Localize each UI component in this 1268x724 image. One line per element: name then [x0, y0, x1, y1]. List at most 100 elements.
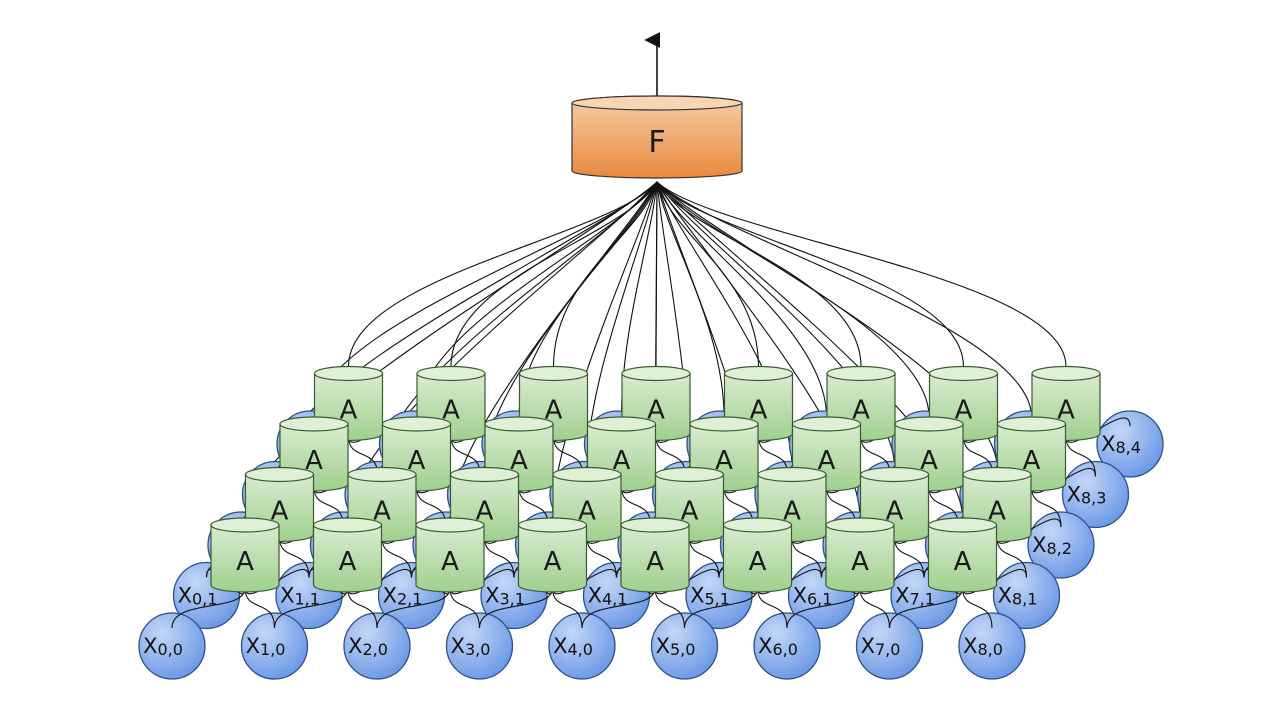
x-node-circle	[445, 612, 514, 680]
x-node-circle	[548, 612, 616, 680]
x-node-8-4: X8,4	[1096, 410, 1164, 478]
wire-x-to-a	[273, 587, 349, 629]
wire-x-to-a	[478, 587, 554, 629]
a-module-label: A	[476, 497, 494, 527]
a-module-1-0: A	[312, 517, 383, 593]
a-module-label: A	[886, 497, 904, 527]
x-node-2-0: X2,0	[343, 612, 411, 680]
a-module-label: A	[510, 446, 528, 476]
a-module-5-0: A	[722, 517, 793, 593]
wire-x-to-a	[654, 587, 686, 629]
a-module-top	[312, 517, 383, 533]
a-module-top	[244, 466, 315, 483]
x-node-circle	[650, 612, 719, 680]
a-module-0-1: A	[244, 466, 315, 543]
wire-x-to-a	[791, 537, 823, 578]
x-node-circle	[240, 612, 309, 680]
a-module-top	[621, 365, 691, 382]
a-module-top	[689, 416, 759, 432]
a-module-top	[928, 365, 999, 382]
a-module-top	[996, 416, 1067, 432]
x-node-1-0: X1,0	[240, 612, 309, 680]
a-module-top	[757, 466, 827, 483]
a-module-top	[620, 517, 690, 533]
a-module-label: A	[715, 446, 733, 476]
x-node-circle	[855, 612, 924, 680]
wire-a-to-f	[656, 181, 862, 367]
x-node-circle	[343, 612, 411, 680]
a-module-label: A	[613, 446, 631, 476]
x-node-6-0: X6,0	[753, 612, 821, 680]
a-module-label: A	[646, 547, 664, 577]
a-module-top	[962, 466, 1032, 483]
a-module-label: A	[408, 446, 426, 476]
a-module-top	[723, 365, 794, 382]
a-module-label: A	[1023, 446, 1041, 476]
a-module-label: A	[647, 396, 665, 426]
a-module-3-0: A	[517, 517, 588, 593]
a-module-label: A	[955, 396, 973, 426]
a-module-top	[654, 466, 725, 483]
a-module-top	[347, 466, 417, 483]
a-module-4-0: A	[620, 517, 690, 593]
wire-x-to-a	[551, 587, 583, 629]
a-module-top	[825, 517, 895, 533]
wire-x-to-a	[483, 537, 515, 578]
wire-a-to-f	[656, 181, 1033, 418]
wire-x-to-a	[581, 587, 656, 629]
a-module-label: A	[340, 396, 358, 426]
x-node-7-0: X7,0	[855, 612, 924, 680]
f-node-label: F	[648, 125, 665, 160]
a-module-top	[859, 466, 930, 483]
a-module-label: A	[1057, 396, 1075, 426]
a-module-top	[484, 416, 554, 432]
a-module-top	[517, 517, 588, 533]
x-node-circle	[992, 561, 1061, 630]
a-module-top	[552, 466, 622, 483]
wire-x-to-a	[278, 537, 310, 578]
wire-x-to-a	[449, 587, 481, 629]
a-module-0-2: A	[279, 416, 349, 492]
a-module-label: A	[545, 396, 563, 426]
a-module-label: A	[750, 396, 768, 426]
wire-x-to-a	[1030, 486, 1062, 528]
a-module-label: A	[681, 497, 699, 527]
x-node-circle	[1061, 460, 1130, 529]
a-module-label: A	[988, 497, 1006, 527]
x-node-circle	[1027, 511, 1095, 579]
wire-a-to-f	[656, 181, 965, 367]
a-module-label: A	[442, 396, 460, 426]
wire-x-to-a	[786, 587, 861, 629]
wire-a-to-f	[656, 181, 760, 367]
a-module-top	[826, 365, 896, 382]
a-module-label: A	[578, 497, 596, 527]
a-module-label: A	[305, 446, 323, 476]
x-node-3-0: X3,0	[445, 612, 514, 680]
a-module-label: A	[271, 497, 289, 527]
a-module-body	[517, 524, 588, 593]
a-module-label: A	[783, 497, 801, 527]
wire-x-to-a	[688, 537, 720, 578]
a-module-1-1: A	[347, 466, 417, 543]
a-module-6-0: A	[825, 517, 895, 593]
wire-x-to-a	[244, 587, 276, 629]
a-module-top	[415, 517, 485, 533]
x-node-8-2: X8,2	[1027, 511, 1095, 579]
wire-x-to-a	[1065, 436, 1097, 477]
x-node-8-3: X8,3	[1061, 460, 1130, 529]
a-module-2-0: A	[415, 517, 485, 593]
wire-x-to-a	[996, 537, 1028, 578]
a-module-label: A	[749, 547, 767, 577]
a-module-6-3: A	[928, 365, 999, 442]
wire-x-to-a	[346, 587, 378, 629]
a-module-label: A	[373, 497, 391, 527]
a-module-label: A	[236, 547, 254, 577]
wire-x-to-a	[586, 537, 618, 578]
input-grid-and-modules: X0,4X1,4X2,4X3,4X4,4X5,4X6,4X7,4X8,4X0,3…	[138, 365, 1164, 680]
a-module-body	[415, 524, 485, 593]
wire-a-to-f	[347, 181, 658, 367]
a-module-top	[381, 416, 452, 432]
wire-x-to-a	[888, 587, 964, 629]
x-node-8-0: X8,0	[958, 612, 1026, 680]
